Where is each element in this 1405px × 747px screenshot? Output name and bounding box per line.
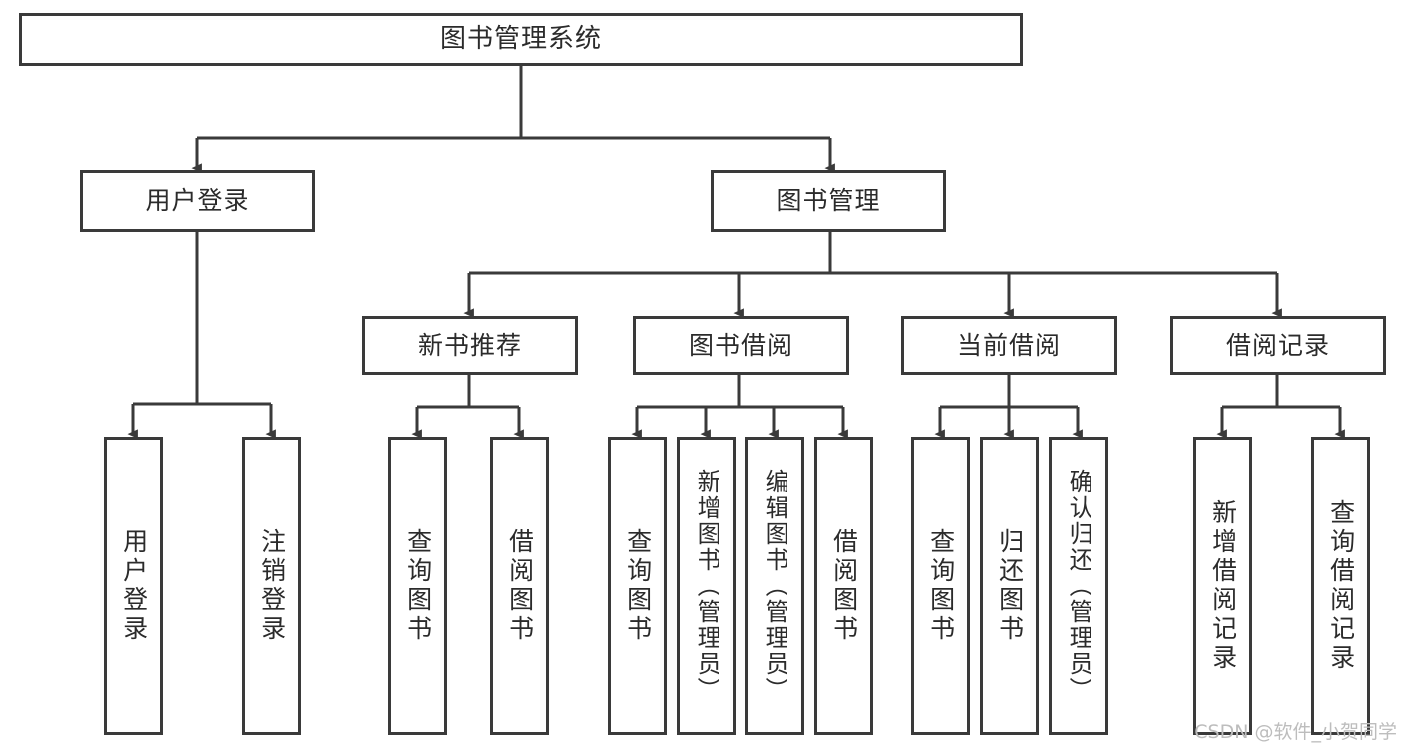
node-label: 借阅记录: [1225, 330, 1330, 360]
node-label: 新增图书（管理员）: [693, 469, 720, 703]
node-current-borrow[interactable]: 当前借阅: [901, 316, 1117, 375]
node-leaf-query-borrow-record[interactable]: 查询借阅记录: [1311, 437, 1370, 735]
node-label: 归还图书: [996, 528, 1023, 644]
node-new-book-recommend[interactable]: 新书推荐: [362, 316, 578, 375]
node-label: 查询图书: [927, 528, 954, 644]
node-book-management[interactable]: 图书管理: [711, 170, 946, 232]
node-root-book-management-system[interactable]: 图书管理系统: [19, 13, 1023, 66]
node-label: 借阅图书: [506, 528, 533, 644]
node-leaf-user-login[interactable]: 用户登录: [104, 437, 163, 735]
node-leaf-borrow-book[interactable]: 借阅图书: [814, 437, 873, 735]
node-label: 查询借阅记录: [1327, 499, 1354, 673]
node-label: 新书推荐: [417, 330, 522, 360]
node-borrow-record[interactable]: 借阅记录: [1170, 316, 1386, 375]
watermark: CSDN @软件_小贺同学: [1194, 721, 1397, 743]
node-leaf-edit-book-admin[interactable]: 编辑图书（管理员）: [745, 437, 804, 735]
node-book-borrow[interactable]: 图书借阅: [633, 316, 849, 375]
node-label: 当前借阅: [956, 330, 1061, 360]
node-label: 查询图书: [404, 528, 431, 644]
node-label: 注销登录: [258, 528, 285, 644]
node-leaf-query-book-current[interactable]: 查询图书: [911, 437, 970, 735]
node-label: 查询图书: [624, 528, 651, 644]
node-leaf-add-borrow-record[interactable]: 新增借阅记录: [1193, 437, 1252, 735]
node-label: 确认归还（管理员）: [1065, 469, 1092, 703]
node-leaf-query-book-borrow[interactable]: 查询图书: [608, 437, 667, 735]
node-leaf-query-book-recommend[interactable]: 查询图书: [388, 437, 447, 735]
node-label: 用户登录: [120, 528, 147, 644]
node-user-login[interactable]: 用户登录: [80, 170, 315, 232]
node-label: 新增借阅记录: [1209, 499, 1236, 673]
node-leaf-logout-login[interactable]: 注销登录: [242, 437, 301, 735]
node-leaf-confirm-return-admin[interactable]: 确认归还（管理员）: [1049, 437, 1108, 735]
node-label: 借阅图书: [830, 528, 857, 644]
node-leaf-add-book-admin[interactable]: 新增图书（管理员）: [677, 437, 736, 735]
node-label: 编辑图书（管理员）: [761, 469, 788, 703]
node-label: 图书管理: [776, 186, 881, 216]
node-leaf-return-book[interactable]: 归还图书: [980, 437, 1039, 735]
node-label: 用户登录: [145, 186, 250, 216]
node-label: 图书借阅: [688, 330, 793, 360]
node-label: 图书管理系统: [439, 24, 602, 55]
node-leaf-borrow-book-recommend[interactable]: 借阅图书: [490, 437, 549, 735]
